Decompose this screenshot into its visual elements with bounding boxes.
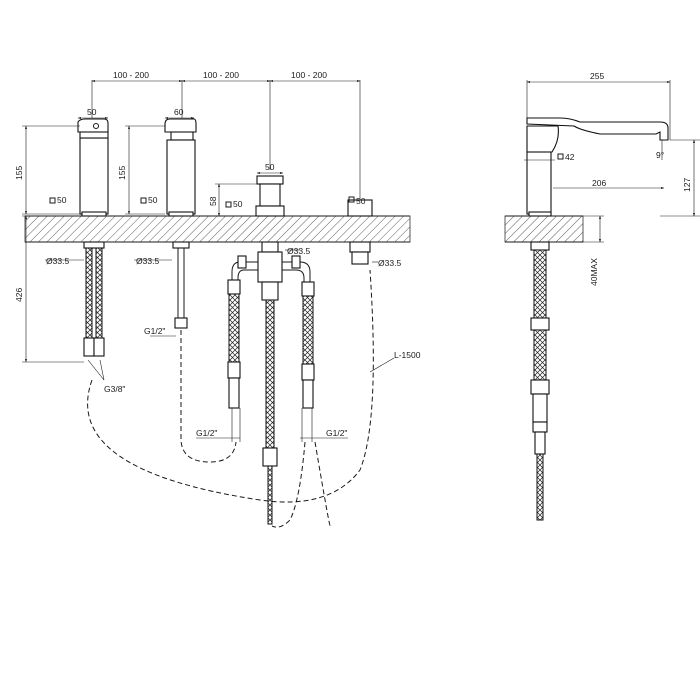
max-40: 40MAX (589, 258, 599, 286)
width-60-spout: 60 (174, 107, 184, 117)
worktop-slab-side (504, 215, 584, 243)
spout: 60 155 50 Ø33.5 G1/2" (117, 107, 197, 337)
diameter-right: Ø33.5 (378, 258, 401, 268)
square-50-spout: 50 (148, 195, 158, 205)
diverter: 50 58 50 Ø33.5 G1/2 (196, 162, 348, 525)
width-50-diverter: 50 (265, 162, 275, 172)
width-255: 255 (590, 71, 604, 81)
g12-right-branch: G1/2" (326, 428, 347, 438)
square-50-left: 50 (57, 195, 67, 205)
width-50-left: 50 (87, 107, 97, 117)
g38-label: G3/8" (104, 384, 125, 394)
square-50-diverter: 50 (233, 199, 243, 209)
width-206: 206 (592, 178, 606, 188)
spacing-dimensions: 100 - 200 100 - 200 100 - 200 (91, 70, 361, 200)
spacing-label-3: 100 - 200 (291, 70, 327, 80)
side-view: 255 42 206 9° 127 40MAX (504, 71, 700, 521)
height-58: 58 (208, 196, 218, 206)
spacing-label-1: 100 - 200 (113, 70, 149, 80)
angle-9: 9° (656, 150, 664, 160)
diameter-spout: Ø33.5 (136, 256, 159, 266)
right-handle: 50 Ø33.5 (347, 196, 401, 268)
diameter-left: Ø33.5 (46, 256, 69, 266)
spacing-label-2: 100 - 200 (203, 70, 239, 80)
hose-paths (87, 269, 374, 528)
height-155-spout: 155 (117, 166, 127, 180)
g12-spout: G1/2" (144, 326, 165, 336)
g12-left-branch: G1/2" (196, 428, 217, 438)
height-127: 127 (682, 178, 692, 192)
diameter-diverter: Ø33.5 (287, 246, 310, 256)
left-handle: 50 155 50 Ø33.5 426 G3/8" (14, 107, 125, 394)
hose-length-label: L-1500 (394, 350, 421, 360)
square-42: 42 (565, 152, 575, 162)
worktop-slab (24, 215, 411, 243)
height-155-left: 155 (14, 166, 24, 180)
height-426: 426 (14, 288, 24, 302)
square-50-right: 50 (356, 196, 366, 206)
